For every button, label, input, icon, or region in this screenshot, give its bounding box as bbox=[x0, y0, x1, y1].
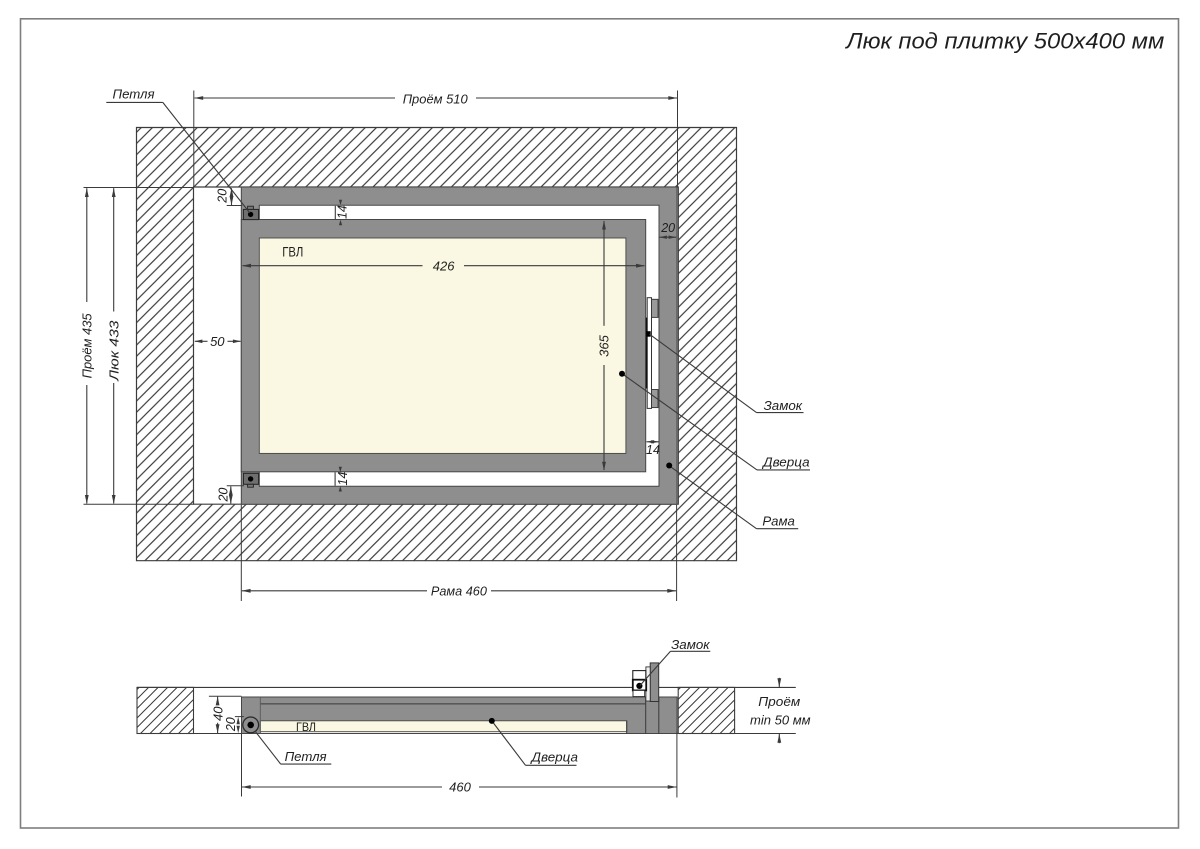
svg-text:Замок: Замок bbox=[764, 398, 803, 413]
svg-text:Люк 433: Люк 433 bbox=[106, 320, 121, 382]
svg-text:ГВЛ: ГВЛ bbox=[296, 722, 316, 734]
svg-text:Проём: Проём bbox=[758, 694, 800, 709]
svg-text:40: 40 bbox=[210, 706, 225, 721]
svg-text:Дверца: Дверца bbox=[761, 454, 810, 469]
svg-text:426: 426 bbox=[433, 258, 455, 273]
svg-text:14: 14 bbox=[336, 472, 350, 486]
svg-text:Проём 435: Проём 435 bbox=[79, 313, 94, 379]
svg-text:Дверца: Дверца bbox=[529, 750, 578, 765]
svg-text:50: 50 bbox=[210, 334, 225, 349]
svg-text:20: 20 bbox=[217, 488, 231, 503]
svg-text:14: 14 bbox=[646, 443, 660, 457]
svg-text:365: 365 bbox=[596, 334, 611, 356]
svg-text:20: 20 bbox=[224, 717, 238, 732]
svg-text:20: 20 bbox=[216, 189, 230, 204]
svg-text:460: 460 bbox=[449, 780, 471, 795]
svg-text:Люк под плитку 500х400 мм: Люк под плитку 500х400 мм bbox=[844, 29, 1164, 54]
svg-text:Петля: Петля bbox=[285, 749, 327, 764]
svg-text:20: 20 bbox=[660, 221, 675, 235]
svg-text:Рама 460: Рама 460 bbox=[431, 583, 488, 598]
svg-text:Замок: Замок bbox=[671, 637, 710, 652]
svg-text:min 50 мм: min 50 мм bbox=[750, 713, 811, 728]
svg-text:Петля: Петля bbox=[113, 87, 155, 102]
svg-text:Рама: Рама bbox=[762, 513, 795, 528]
svg-text:14: 14 bbox=[336, 205, 350, 219]
svg-text:ГВЛ: ГВЛ bbox=[282, 243, 303, 259]
svg-text:Проём 510: Проём 510 bbox=[403, 91, 469, 106]
